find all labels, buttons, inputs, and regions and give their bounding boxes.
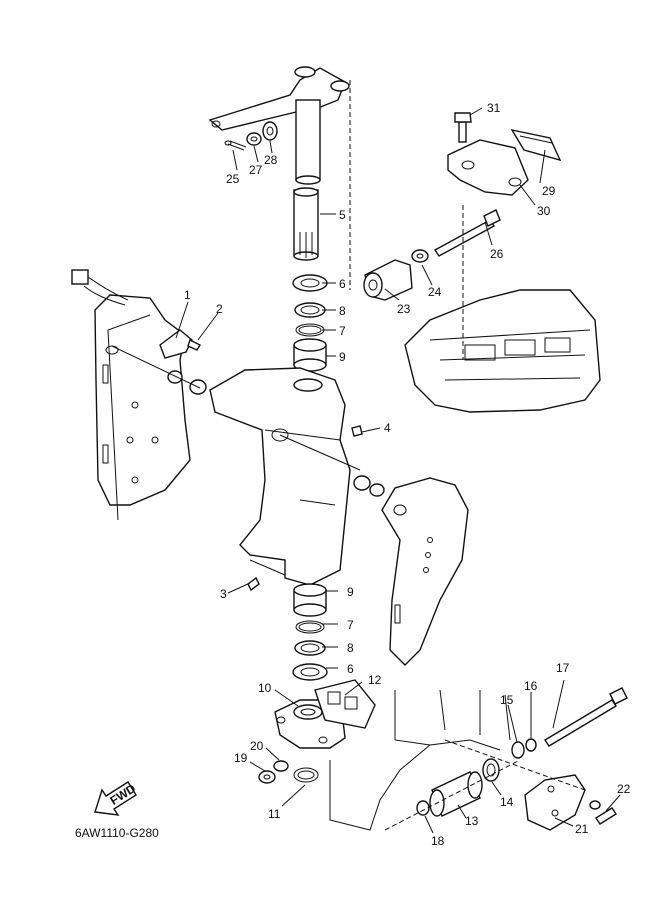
- left-clamp-bracket: [94, 294, 191, 521]
- fwd-arrow-icon: FWD: [94, 781, 138, 816]
- callout-15: 15: [500, 693, 514, 707]
- callout-6a: 6: [339, 277, 346, 291]
- callout-28: 28: [264, 153, 278, 167]
- callout-14: 14: [500, 795, 514, 809]
- bracket-21: [524, 774, 586, 831]
- lower-bushing-stack: [292, 583, 328, 681]
- left-bolt-washer: [111, 345, 207, 395]
- centerline-tilt: [444, 739, 586, 791]
- grease-16: [525, 738, 537, 752]
- callout-5: 5: [339, 208, 346, 222]
- trim-sensor-wire: [71, 269, 129, 306]
- callout-7a: 7: [339, 324, 346, 338]
- steering-arm: [208, 66, 350, 131]
- nut-27: [246, 132, 262, 146]
- bolt-31: [454, 112, 472, 143]
- cotter-pin-25: [224, 140, 247, 151]
- callouts: 1 2 3 4 5 6 8 7 9 9 7 8 6 10 11 12 13 14…: [184, 101, 631, 848]
- centerline-tilt-lower: [384, 759, 521, 831]
- diagram-code: 6AW1110-G280: [75, 826, 159, 840]
- grease-nipple-4: [351, 425, 363, 437]
- engine-base-plate: [404, 289, 601, 413]
- upper-bushing-stack: [292, 274, 328, 372]
- callout-8b: 8: [347, 641, 354, 655]
- callout-29: 29: [542, 184, 556, 198]
- washer-28: [262, 121, 278, 141]
- right-clamp-bracket: [381, 477, 469, 666]
- callout-7b: 7: [347, 618, 354, 632]
- lower-housing: [329, 689, 511, 831]
- callout-4: 4: [384, 421, 391, 435]
- screw-2: [187, 339, 201, 351]
- callout-24: 24: [428, 285, 442, 299]
- clip-11: [293, 767, 319, 783]
- callout-8a: 8: [339, 304, 346, 318]
- callout-9b: 9: [347, 585, 354, 599]
- callout-12: 12: [368, 673, 382, 687]
- mount-rubber-23: [363, 259, 413, 301]
- callout-31: 31: [487, 101, 501, 115]
- callout-10: 10: [258, 681, 272, 695]
- callout-17: 17: [556, 661, 570, 675]
- damper-plate-12: [314, 679, 376, 729]
- bolt-26: [433, 209, 501, 257]
- callout-21: 21: [575, 822, 589, 836]
- washer-15: [511, 741, 525, 759]
- callout-2: 2: [216, 302, 223, 316]
- callout-9a: 9: [339, 350, 346, 364]
- callout-30: 30: [537, 204, 551, 218]
- callout-1: 1: [184, 288, 191, 302]
- callout-6b: 6: [347, 662, 354, 676]
- nut-19: [258, 770, 276, 784]
- mount-plate-29: [510, 128, 562, 162]
- washer-20: [273, 760, 289, 772]
- callout-18: 18: [431, 834, 445, 848]
- callout-23: 23: [397, 302, 411, 316]
- bolt-17: [544, 687, 628, 747]
- grease-nipple-3: [247, 576, 260, 592]
- callout-16: 16: [524, 679, 538, 693]
- callout-20: 20: [250, 739, 264, 753]
- bushing-13: [429, 771, 483, 817]
- callout-3: 3: [220, 587, 227, 601]
- mount-cover-30: [447, 139, 529, 196]
- swivel-bracket: [209, 367, 361, 586]
- pivot-shaft-upper: [295, 99, 321, 185]
- leader-lines: [175, 107, 621, 834]
- pivot-shaft-5: [293, 187, 319, 261]
- callout-22: 22: [617, 782, 631, 796]
- bolt-22: [589, 800, 617, 825]
- callout-13: 13: [465, 814, 479, 828]
- collar-14: [482, 758, 500, 782]
- callout-26: 26: [490, 247, 504, 261]
- callout-11: 11: [268, 807, 281, 821]
- callout-19: 19: [234, 751, 248, 765]
- callout-25: 25: [226, 172, 240, 186]
- washer-18: [416, 800, 430, 816]
- right-bolt-washer: [353, 475, 385, 497]
- callout-27: 27: [249, 163, 263, 177]
- washer-24: [411, 249, 429, 263]
